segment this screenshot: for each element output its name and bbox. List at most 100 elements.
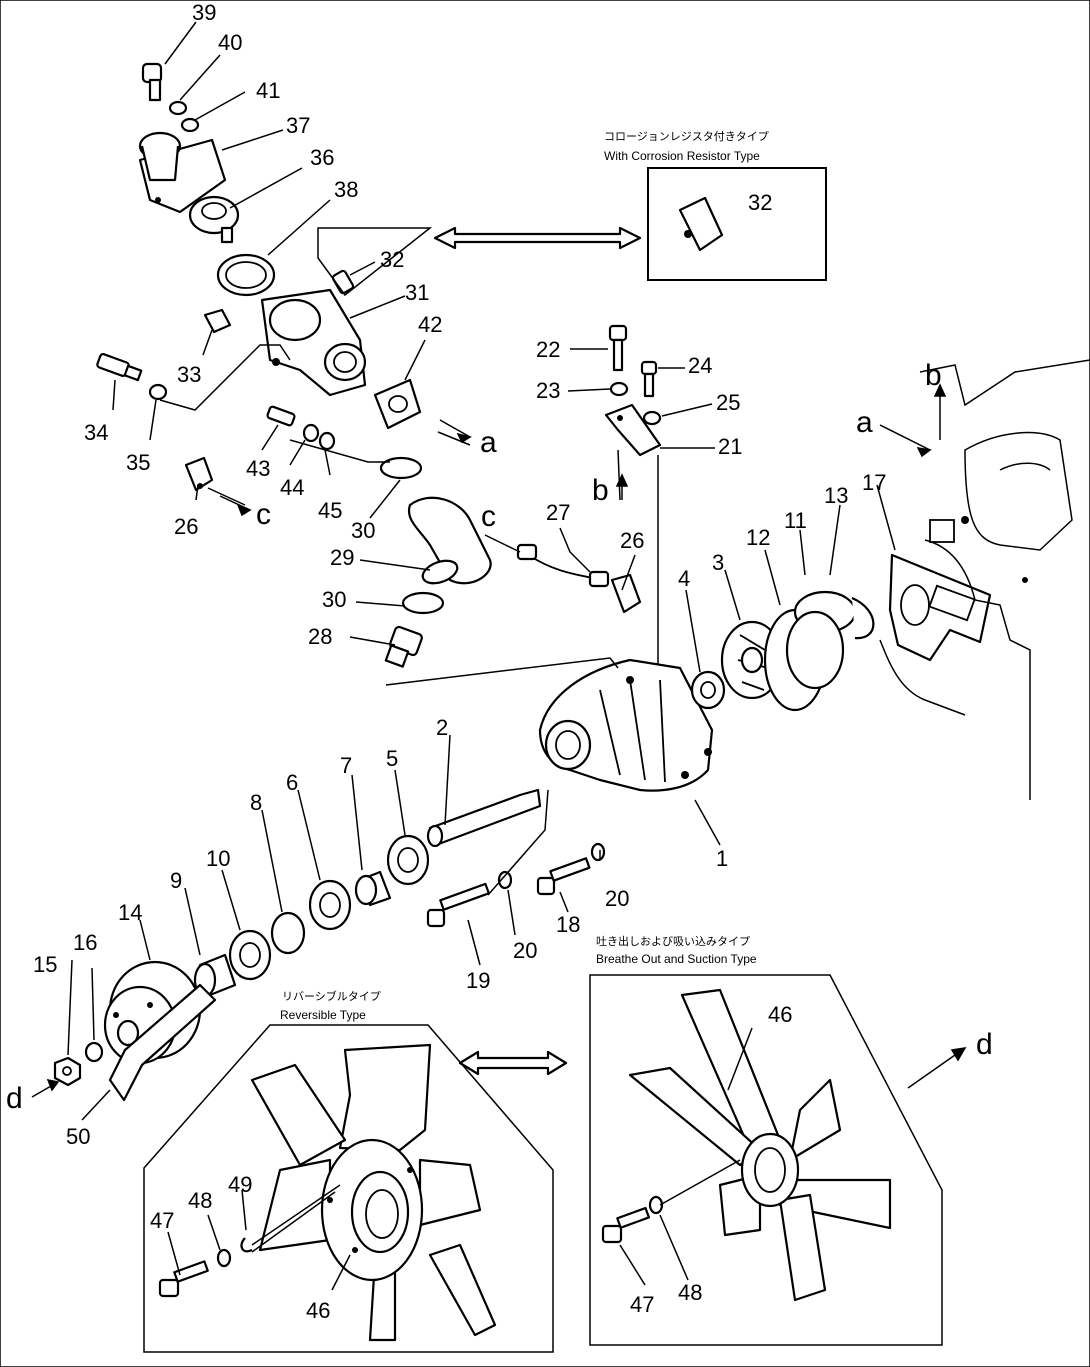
callout-50: 50 <box>66 1124 90 1149</box>
part-4-seal <box>690 670 726 710</box>
part-7-spacer <box>354 870 392 907</box>
part-1-pump-body <box>538 658 714 792</box>
callout-16: 16 <box>73 930 97 955</box>
part-34-sensor <box>96 353 143 382</box>
callout-32: 32 <box>380 247 404 272</box>
callout-28: 28 <box>308 624 332 649</box>
part-41-washer <box>180 117 200 133</box>
caption-corrosion-en: With Corrosion Resistor Type <box>604 149 760 163</box>
part-37-thermostat-cover <box>138 131 227 214</box>
letter-d-left: d <box>6 1082 23 1115</box>
callout-40: 40 <box>218 30 242 55</box>
callout-47-left: 47 <box>150 1208 174 1233</box>
part-5-bearing <box>386 834 430 886</box>
part-31-thermostat-housing <box>260 288 367 397</box>
part-19-bolt <box>426 882 490 928</box>
callout-6: 6 <box>286 770 298 795</box>
callout-42: 42 <box>418 312 442 337</box>
part-40-washer <box>168 100 188 116</box>
part-26-elbow-right <box>610 573 642 614</box>
callout-12: 12 <box>746 525 770 550</box>
callout-numbers: 39 40 41 37 36 38 32 31 42 33 34 35 43 4… <box>33 0 886 1323</box>
callout-15: 15 <box>33 952 57 977</box>
callout-48-left: 48 <box>188 1188 212 1213</box>
part-21-bracket <box>604 403 662 457</box>
callout-37: 37 <box>286 113 310 138</box>
part-30-hose-clamp-lower <box>401 591 445 615</box>
part-36-thermostat <box>188 195 240 244</box>
part-30-hose-clamp-upper <box>379 456 423 480</box>
callout-11: 11 <box>784 508 807 533</box>
part-47-bolt-left <box>158 1260 209 1298</box>
part-16-washer <box>84 1041 104 1063</box>
callout-44: 44 <box>280 475 304 500</box>
letter-b-left: b <box>592 474 609 507</box>
caption-breathe-en: Breathe Out and Suction Type <box>596 952 757 966</box>
corrosion-bracket-outline <box>317 227 433 297</box>
part-20-washer-b <box>497 870 513 890</box>
part-42-gasket <box>373 378 422 430</box>
callout-32-box: 32 <box>748 190 772 215</box>
callout-10: 10 <box>206 846 230 871</box>
callout-23: 23 <box>536 378 560 403</box>
part-33-plug <box>203 308 232 334</box>
callout-21: 21 <box>718 434 742 459</box>
leader-lines <box>67 21 896 1291</box>
part-44-washer <box>302 423 320 443</box>
callout-18: 18 <box>556 912 580 937</box>
part-11-cover <box>785 590 857 690</box>
part-29-hose <box>407 496 492 585</box>
double-arrow-top <box>433 226 642 250</box>
part-2-shaft <box>426 788 542 848</box>
part-8-snap-ring <box>270 911 306 955</box>
callout-41: 41 <box>256 78 280 103</box>
callout-4: 4 <box>678 566 690 591</box>
captions: コロージョンレジスタ付きタイプ With Corrosion Resistor … <box>280 130 769 1022</box>
part-18-bolt <box>536 857 591 896</box>
callout-20-right: 20 <box>605 886 629 911</box>
double-arrow-bottom <box>458 1050 568 1076</box>
part-6-bearing <box>308 879 352 931</box>
part-20-washer-a <box>590 842 606 862</box>
callout-8: 8 <box>250 790 262 815</box>
part-46-fan-reversible <box>250 1043 497 1342</box>
part-27-corrosion-pipe <box>516 543 610 588</box>
callout-26: 26 <box>174 514 198 539</box>
callout-36: 36 <box>310 145 334 170</box>
letter-b-right: b <box>925 359 942 392</box>
callout-17: 17 <box>862 470 886 495</box>
callout-3: 3 <box>712 550 724 575</box>
callout-30-lower: 30 <box>322 587 346 612</box>
part-25-washer <box>642 410 662 426</box>
part-10-bearing <box>228 929 272 981</box>
part-38-gasket <box>216 253 276 297</box>
reversible-type-box <box>143 1024 554 1353</box>
callout-5: 5 <box>386 746 398 771</box>
caption-breathe-jp: 吐き出しおよび吸い込みタイプ <box>596 934 750 948</box>
callout-38: 38 <box>334 177 358 202</box>
callout-45: 45 <box>318 498 342 523</box>
callout-33: 33 <box>177 362 201 387</box>
callout-29: 29 <box>330 545 354 570</box>
part-39-bolt <box>141 62 163 102</box>
callout-26-right: 26 <box>620 528 644 553</box>
part-32-plug-in-box <box>678 196 724 252</box>
callout-1: 1 <box>716 846 728 871</box>
corrosion-resistor-box <box>647 167 827 281</box>
callout-13: 13 <box>824 483 848 508</box>
part-45-washer <box>318 431 336 451</box>
callout-9: 9 <box>170 868 182 893</box>
callout-7: 7 <box>340 753 352 778</box>
callout-19: 19 <box>466 968 490 993</box>
letter-a-left: a <box>480 426 497 459</box>
callout-20-left: 20 <box>513 938 537 963</box>
part-23-washer <box>609 381 629 397</box>
part-26-elbow-left <box>184 456 214 492</box>
callout-43: 43 <box>246 456 270 481</box>
letter-d-right: d <box>976 1028 993 1061</box>
part-48-washer-right <box>648 1195 664 1215</box>
part-32-plug-upper <box>331 269 355 295</box>
letter-c-left: c <box>256 498 271 531</box>
callout-46-left: 46 <box>306 1298 330 1323</box>
caption-reversible-en: Reversible Type <box>280 1008 366 1022</box>
